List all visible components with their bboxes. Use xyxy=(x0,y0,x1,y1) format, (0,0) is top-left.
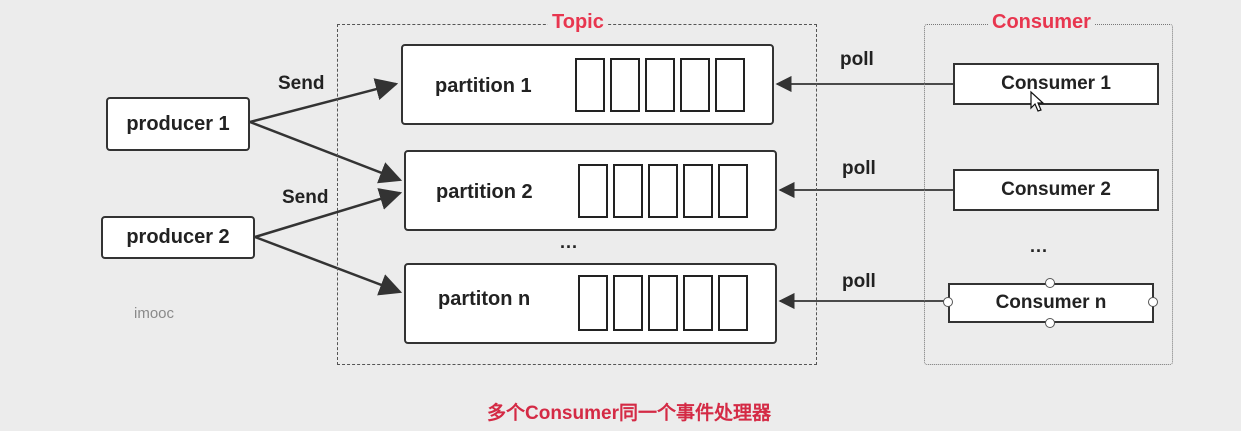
partition-1-label: partition 1 xyxy=(435,75,532,97)
poll-label-1: poll xyxy=(840,49,874,70)
message-slot xyxy=(575,58,605,112)
partition-n-node: partiton n xyxy=(404,263,777,344)
send-arrow-p2-partitionn xyxy=(254,235,403,296)
message-slot xyxy=(613,275,643,331)
send-label-2: Send xyxy=(282,187,329,208)
send-arrow-p1-partition1 xyxy=(249,78,399,124)
consumer-1-node: Consumer 1 xyxy=(953,63,1159,105)
poll-label-2: poll xyxy=(842,158,876,179)
partition-ellipsis: ... xyxy=(560,232,579,252)
diagram-caption: 多个Consumer同一个事件处理器 xyxy=(487,403,771,424)
message-slot xyxy=(680,58,710,112)
message-slot xyxy=(683,164,713,218)
partition-2-label: partition 2 xyxy=(436,181,533,203)
message-slot xyxy=(715,58,745,112)
send-arrow-p2-partition2 xyxy=(254,188,403,239)
message-slot xyxy=(648,275,678,331)
message-slot xyxy=(578,164,608,218)
watermark-text: imooc xyxy=(134,305,175,322)
consumer-2-node: Consumer 2 xyxy=(953,169,1159,211)
producer-2-node: producer 2 xyxy=(101,216,255,259)
message-slot xyxy=(610,58,640,112)
consumer-n-node: Consumer n xyxy=(948,283,1154,323)
message-slot xyxy=(645,58,675,112)
message-slot xyxy=(718,164,748,218)
consumer-group-title: Consumer xyxy=(988,11,1095,33)
resize-handle-left[interactable] xyxy=(943,297,953,307)
message-slot xyxy=(718,275,748,331)
resize-handle-top[interactable] xyxy=(1045,278,1055,288)
send-arrow-p1-partition2 xyxy=(249,120,403,184)
resize-handle-right[interactable] xyxy=(1148,297,1158,307)
partition-1-node: partition 1 xyxy=(401,44,774,125)
resize-handle-bottom[interactable] xyxy=(1045,318,1055,328)
poll-label-3: poll xyxy=(842,271,876,292)
partition-2-node: partition 2 xyxy=(404,150,777,231)
message-slot xyxy=(613,164,643,218)
producer-1-node: producer 1 xyxy=(106,97,250,151)
consumer-ellipsis: ... xyxy=(1030,236,1049,256)
partition-n-label: partiton n xyxy=(438,288,531,310)
send-label-1: Send xyxy=(278,73,325,94)
message-slot xyxy=(648,164,678,218)
message-slot xyxy=(578,275,608,331)
message-slot xyxy=(683,275,713,331)
topic-title: Topic xyxy=(548,11,608,33)
